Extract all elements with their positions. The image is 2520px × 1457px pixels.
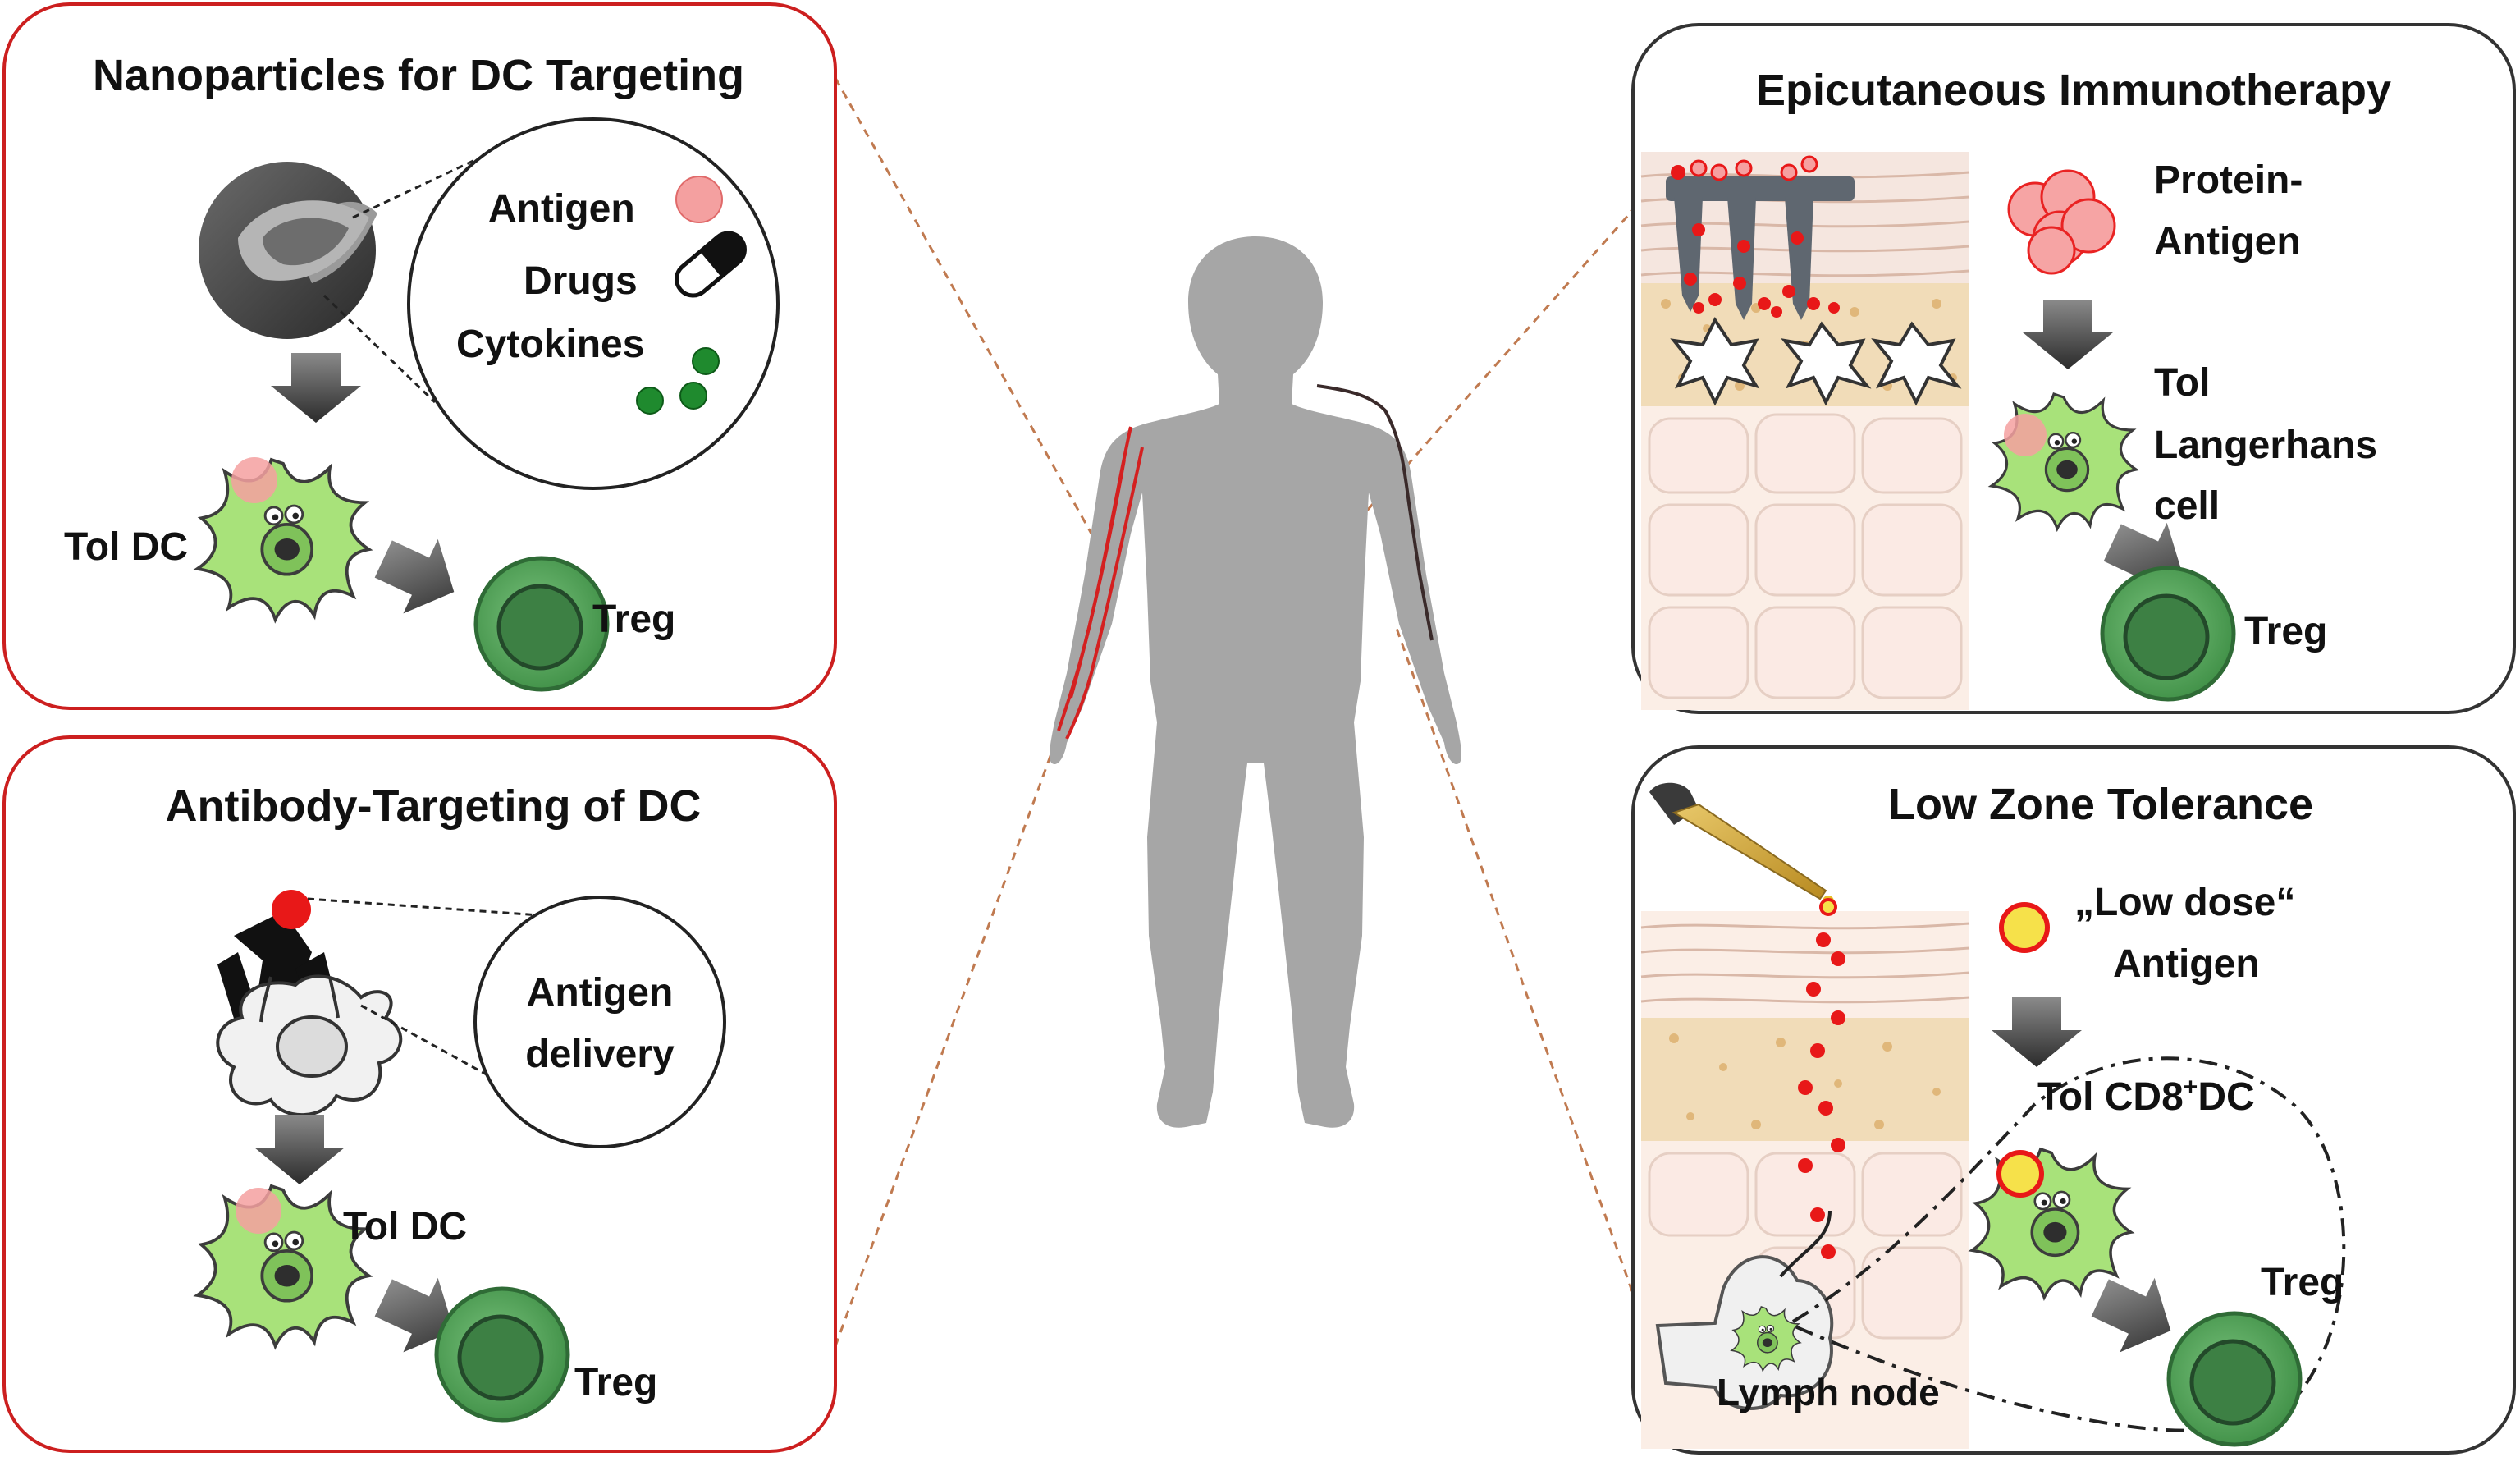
treg-cell [437,1289,568,1420]
dc-antigen [231,457,277,503]
label-treg: Treg [2244,610,2327,653]
panel-antibody: Antibody-Targeting of DC Antigen deliver… [2,735,837,1453]
label-dc: DC [2198,1075,2254,1119]
label-tol-cd8-dc: Tol CD8+DC [2037,1074,2255,1119]
panel-nanoparticles: Nanoparticles for DC Targeting Antigen D… [2,2,837,710]
connector-nanoparticles [834,77,1093,534]
label-antigen: Antigen [527,971,674,1015]
label-langerhans: Langerhans [2154,424,2377,467]
delivery-bubble [473,896,726,1148]
dc-antigen [1996,1150,2044,1198]
label-antigen: Antigen [2113,942,2260,986]
connector-antibody [834,722,1064,1347]
label-treg: Treg [574,1361,657,1404]
label-tol-cd8: Tol CD8 [2037,1075,2184,1119]
label-antigen: Antigen [2154,220,2301,263]
label-tol-dc: Tol DC [64,525,188,569]
capsule-icon [675,231,747,298]
treg-cell [2169,1313,2300,1445]
panel-nanoparticles-title: Nanoparticles for DC Targeting [93,51,744,100]
zoom-outline [1791,1056,2346,1432]
label-lymph-node: Lymph node [1717,1371,1940,1413]
label-cytokines: Cytokines [456,323,644,366]
label-antigen: Antigen [488,187,635,231]
label-delivery: delivery [525,1033,675,1076]
vessel-lines [1057,426,1144,740]
label-tol: Tol [2154,361,2210,405]
treg-cell [476,558,607,690]
antigen-dot [675,176,723,223]
dc-antigen [236,1188,281,1234]
protein-antigen-cluster [2007,169,2116,275]
antibody-antigen [272,890,311,929]
zoom-line-top [352,150,493,219]
label-low-dose: „Low dose“ [2074,881,2295,924]
skin-section [1640,911,1970,1449]
treg-cell [2102,568,2234,699]
label-tol-dc: Tol DC [343,1205,467,1249]
label-treg: Treg [2261,1261,2344,1304]
cytokine-dots [636,347,720,415]
dendritic-cell-grey [216,974,403,1117]
label-treg: Treg [592,598,675,641]
label-cd8-sup: + [2184,1074,2198,1101]
panel-antibody-title: Antibody-Targeting of DC [166,781,702,831]
dropper-icon [1649,782,1834,907]
dc-antigen [2004,414,2047,456]
skin-lines [1316,384,1434,641]
panel-lowzone-title: Low Zone Tolerance [1888,780,2313,829]
label-protein: Protein- [2154,158,2303,202]
cargo-bubble [407,117,780,490]
human-silhouette [1049,236,1462,1128]
zoom-line-bottom [360,1004,526,1097]
langerhans-cells [1670,317,1962,406]
label-cell: cell [2154,484,2220,528]
label-drugs: Drugs [524,259,638,303]
panel-epicutaneous-title: Epicutaneous Immunotherapy [1756,66,2391,115]
connector-lowzone [1393,623,1639,1306]
zoom-line-top [307,897,575,919]
panel-lowzone: Low Zone Tolerance [1631,745,2516,1455]
low-dose-antigen [1999,902,2050,953]
antigen-particles [1671,155,1840,318]
microneedle-patch [1666,176,1855,320]
zoom-line-bottom [322,294,437,404]
nanoparticle-icon [199,162,377,339]
panel-epicutaneous: Epicutaneous Immunotherapy [1631,23,2516,714]
